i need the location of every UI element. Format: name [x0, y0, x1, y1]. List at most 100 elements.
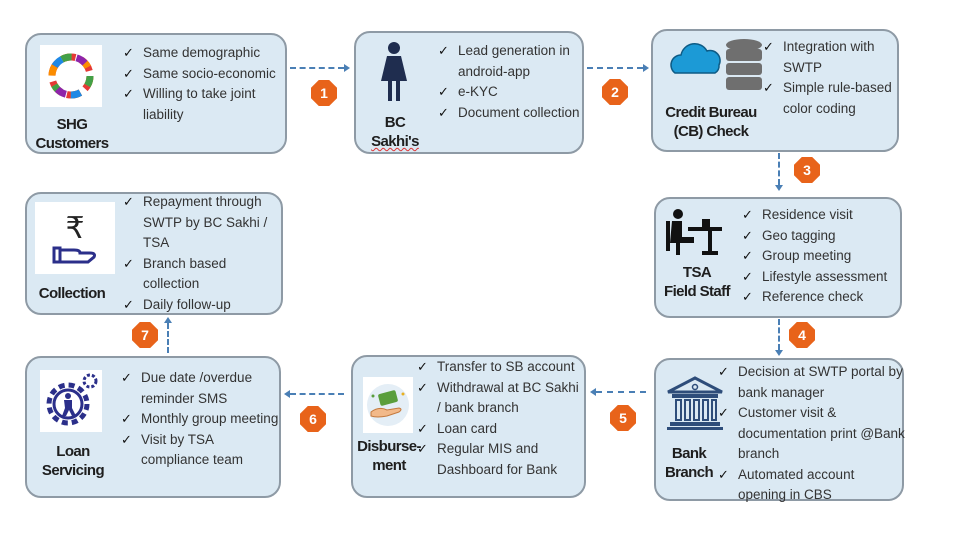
item-text: Branch based collection — [143, 255, 227, 292]
check-icon: ✓ — [123, 86, 134, 101]
check-icon: ✓ — [718, 466, 729, 482]
arrowhead-up-icon — [164, 317, 172, 323]
title-line: Credit Bureau — [665, 104, 757, 121]
list-item: ✓ Branch based collection — [121, 254, 281, 295]
item-text: Lead generation in android-app — [458, 43, 570, 79]
title-line: Field Staff — [664, 283, 731, 300]
item-text: Lifestyle assessment — [762, 268, 888, 284]
step-tsa-field-staff: TSA Field Staff ✓Residence visit ✓Geo ta… — [654, 197, 902, 318]
step-badge-1: 1 — [311, 80, 337, 106]
list-item: ✓ Visit by TSA compliance team — [119, 430, 281, 471]
title-line: Sakhi's — [371, 133, 419, 150]
item-text: Repayment through SWTP by BC Sakhi / TSA — [143, 194, 268, 250]
step-credit-bureau-check: Credit Bureau (CB) Check ✓ Integration wi… — [651, 29, 899, 152]
step-badge-7: 7 — [132, 322, 158, 348]
list-item: ✓ Decision at SWTP portal by bank manager — [716, 362, 906, 403]
list-item: ✓ Lead generation in android-app — [436, 41, 581, 82]
item-text: Daily follow-up — [143, 296, 231, 312]
list-item: ✓ Customer visit & documentation print @B… — [716, 403, 906, 465]
step-title: Loan Servicing — [35, 442, 111, 480]
list-item: ✓ Willing to take joint liability — [121, 84, 286, 125]
desk-worker-icon — [662, 207, 726, 257]
arrowhead-right-icon — [643, 64, 649, 72]
title-line: ment — [372, 457, 406, 474]
check-icon: ✓ — [121, 411, 132, 426]
item-text: Geo tagging — [762, 227, 836, 243]
step-items: ✓Due date /overdue reminder SMS ✓Monthly… — [119, 368, 281, 471]
step-items: ✓ Repayment through SWTP by BC Sakhi / TS… — [121, 192, 281, 315]
check-icon: ✓ — [123, 45, 134, 60]
list-item: ✓e-KYC — [436, 82, 581, 103]
list-item: ✓Residence visit — [740, 205, 904, 226]
arrow-3 — [778, 153, 780, 185]
list-item: ✓Same demographic — [121, 43, 286, 64]
list-item: ✓Transfer to SB account — [415, 357, 585, 378]
check-icon: ✓ — [121, 431, 132, 447]
list-item: ✓ Repayment through SWTP by BC Sakhi / TS… — [121, 192, 281, 254]
item-text: Reference check — [762, 289, 864, 304]
arrowhead-left-icon — [284, 390, 290, 398]
arrow-4 — [778, 319, 780, 350]
arrow-6 — [290, 393, 344, 395]
cloud-database-icon — [667, 37, 773, 95]
step-title: Credit Bureau (CB) Check — [657, 103, 765, 141]
item-text: Regular MIS and Dashboard for Bank — [437, 441, 558, 477]
list-item: ✓Group meeting — [740, 246, 904, 267]
step-items: ✓ Integration with SWTP ✓Simple rule-base… — [761, 37, 899, 119]
list-item: ✓ Loan card — [415, 419, 585, 440]
check-icon: ✓ — [123, 255, 134, 271]
item-text: Visit by TSA compliance team — [141, 431, 244, 468]
step-title: Collection — [29, 284, 115, 303]
check-icon: ✓ — [438, 43, 449, 58]
list-item: ✓Regular MIS and Dashboard for Bank — [415, 439, 585, 480]
list-item: ✓Due date /overdue reminder SMS — [119, 368, 281, 409]
item-text: Automated account opening in CBS — [738, 466, 855, 503]
item-text: Decision at SWTP portal by bank manager — [738, 364, 903, 400]
check-icon: ✓ — [742, 289, 753, 304]
arrow-7 — [167, 323, 169, 353]
item-text: Customer visit & documentation print @Ba… — [738, 405, 905, 461]
check-icon: ✓ — [417, 420, 428, 436]
check-icon: ✓ — [742, 268, 753, 284]
check-icon: ✓ — [742, 227, 753, 243]
step-title: Bank Branch — [658, 444, 720, 482]
list-item: ✓Monthly group meeting — [119, 409, 281, 430]
arrow-1 — [290, 67, 344, 69]
woman-icon — [370, 41, 418, 103]
item-text: Loan card — [437, 420, 498, 436]
title-line: Servicing — [41, 462, 105, 479]
step-shg-customers: SHG Customers ✓Same demographic ✓Same so… — [25, 33, 287, 154]
step-disbursement: Disburse- ment ✓Transfer to SB account ✓… — [351, 355, 586, 498]
list-item: ✓ Daily follow-up — [121, 295, 281, 316]
check-icon: ✓ — [438, 84, 449, 99]
item-text: Willing to take joint liability — [143, 86, 256, 122]
gear-person-icon — [40, 370, 102, 432]
step-items: ✓Residence visit ✓ Geo tagging ✓Group mee… — [740, 205, 904, 308]
item-text: Document collection — [458, 104, 580, 120]
list-item: ✓Simple rule-based color coding — [761, 78, 899, 119]
rupee-hand-icon: ₹ — [35, 202, 115, 274]
svg-text:₹: ₹ — [65, 211, 84, 246]
check-icon: ✓ — [123, 194, 134, 209]
title-line: Disburse- — [357, 438, 421, 455]
step-loan-servicing: Loan Servicing ✓Due date /overdue remind… — [25, 356, 281, 498]
check-icon: ✓ — [121, 370, 132, 385]
title-line: BC — [384, 114, 406, 131]
step-badge-5: 5 — [610, 405, 636, 431]
step-title: Disburse- ment — [353, 437, 425, 475]
check-icon: ✓ — [718, 364, 729, 379]
bank-building-icon — [664, 374, 726, 432]
title-line: Loan — [56, 443, 90, 460]
check-icon: ✓ — [763, 39, 774, 54]
money-hand-icon — [363, 377, 413, 433]
title-line: (CB) Check — [673, 123, 749, 140]
arrow-5 — [596, 391, 646, 393]
list-item: ✓ Geo tagging — [740, 226, 904, 247]
check-icon: ✓ — [718, 405, 729, 420]
step-items: ✓ Lead generation in android-app ✓e-KYC ✓… — [436, 41, 581, 123]
item-text: Withdrawal at BC Sakhi / bank branch — [437, 379, 579, 416]
item-text: Simple rule-based color coding — [783, 80, 892, 116]
step-badge-4: 4 — [789, 322, 815, 348]
check-icon: ✓ — [123, 296, 134, 312]
item-text: Integration with SWTP — [783, 39, 875, 75]
